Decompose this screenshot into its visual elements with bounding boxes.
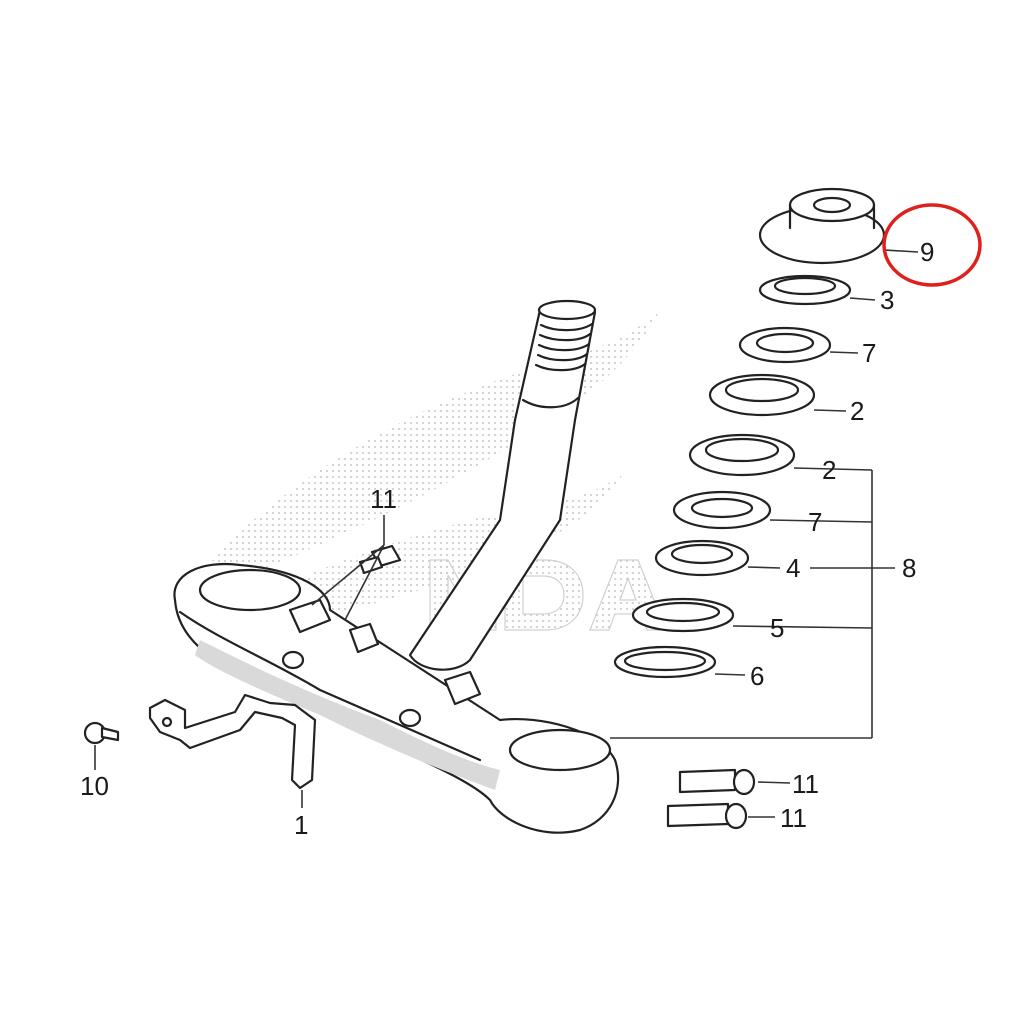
callout-11-lower-bolt: 11 (780, 803, 807, 833)
lower-bearing-race (688, 433, 796, 477)
callout-5: 5 (770, 613, 784, 643)
steering-stem-shaft (408, 299, 597, 671)
highlight-circle (882, 203, 982, 287)
leader-lines (94, 249, 919, 818)
callout-4: 4 (786, 553, 800, 583)
callout-7-upper: 7 (862, 338, 876, 368)
lower-ball-bearing (672, 490, 772, 530)
callout-6: 6 (750, 661, 764, 691)
dust-seal-lower (631, 597, 735, 633)
dust-seal (758, 274, 852, 306)
callout-11-upper-bolt: 11 (792, 769, 819, 799)
small-bolt (83, 721, 120, 745)
upper-bearing-race (708, 373, 816, 417)
thin-washer (613, 645, 717, 679)
steering-stem-nut (758, 187, 886, 265)
callout-7-lower: 7 (808, 507, 822, 537)
callout-3: 3 (880, 285, 894, 315)
bracket-stay (148, 693, 317, 790)
callout-2-lower: 2 (822, 455, 836, 485)
stud-bolt (358, 544, 402, 575)
callout-10: 10 (80, 771, 109, 801)
callout-11-stud: 11 (370, 484, 397, 514)
bottom-bridge (173, 562, 620, 834)
upper-ball-bearing (738, 326, 832, 364)
callout-1: 1 (294, 810, 308, 840)
socket-bolt-lower (666, 802, 748, 830)
socket-bolt-upper (678, 768, 756, 796)
callout-8: 8 (902, 553, 916, 583)
lower-seal (654, 539, 750, 577)
callout-2-upper: 2 (850, 396, 864, 426)
callout-9: 9 (920, 237, 934, 267)
